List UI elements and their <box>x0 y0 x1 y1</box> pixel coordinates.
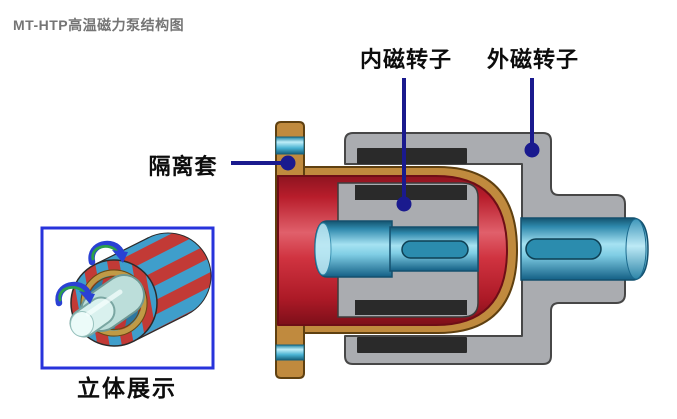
flange-bolt-top <box>275 136 305 155</box>
shaft-3d <box>69 274 145 338</box>
callout-dots <box>280 142 540 212</box>
inner-magnet-top <box>355 185 467 200</box>
pump-shaft-keyway <box>401 240 469 259</box>
rotation-arrow-shaft <box>55 281 95 307</box>
label-isolation-sleeve: 隔离套 <box>148 154 218 179</box>
label-outer-magnetic-rotor: 外磁转子 <box>486 47 579 72</box>
motor-shaft-keyway <box>525 238 602 260</box>
outer-magnet-bottom <box>357 337 467 353</box>
pump-shaft-end <box>314 222 332 276</box>
callout-dot-outer-rotor <box>524 142 540 158</box>
outer-magnet-top <box>357 148 467 164</box>
callout-dot-sleeve <box>280 155 296 171</box>
motor-shaft-end <box>625 218 647 280</box>
inner-magnet-bottom <box>355 300 467 315</box>
inset-3d-rotor <box>55 232 212 347</box>
page-title: MT-HTP高温磁力泵结构图 <box>13 17 185 33</box>
rotation-arrow-top <box>88 240 128 266</box>
callout-dot-inner-rotor <box>396 196 412 212</box>
inset-caption-3d-view: 立体展示 <box>77 375 177 401</box>
flange-bolt-bottom <box>275 344 305 361</box>
callout-lines <box>231 78 534 198</box>
label-inner-magnetic-rotor: 内磁转子 <box>359 47 452 72</box>
